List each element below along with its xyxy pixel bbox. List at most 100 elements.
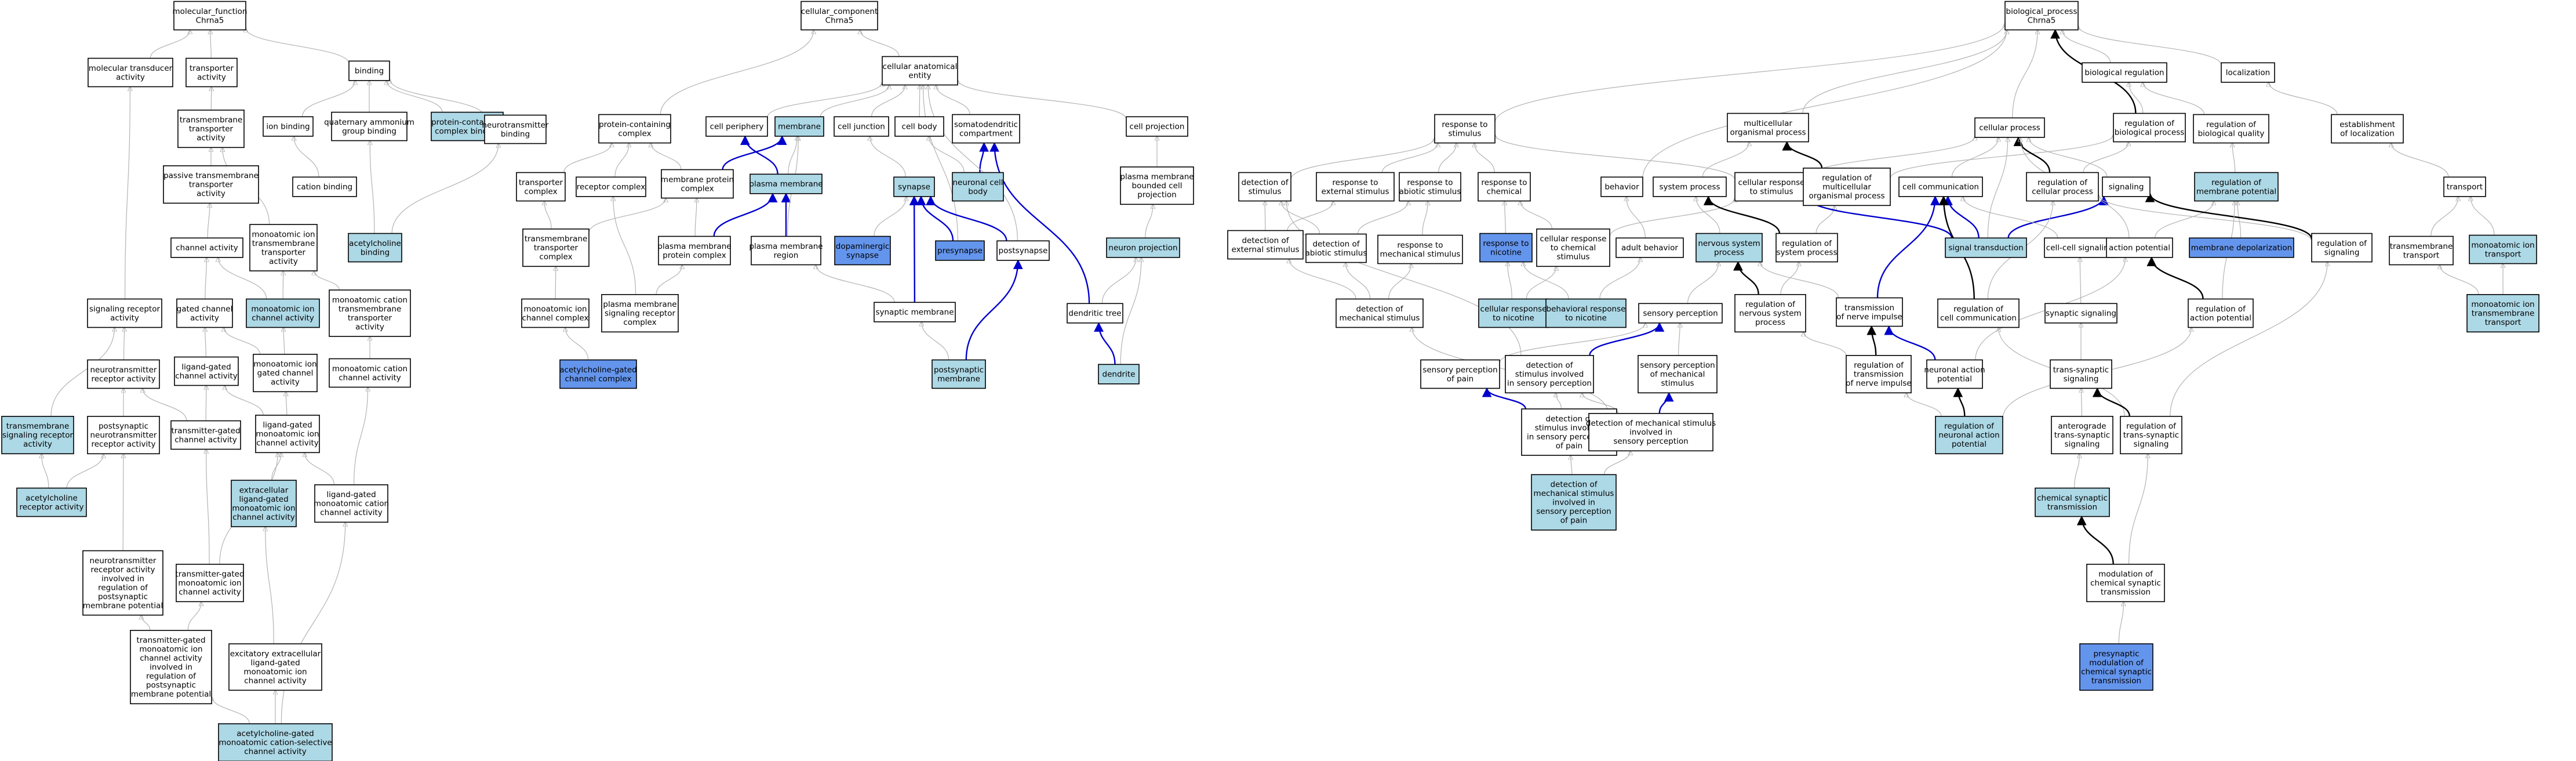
go-term-box[interactable] [2311,233,2373,263]
go-term-box[interactable] [1898,176,1983,197]
go-term-box[interactable] [1478,172,1531,202]
go-term-box[interactable] [2035,487,2110,517]
go-term-box[interactable] [1227,230,1304,260]
go-term-node-mctta[interactable]: monoatomic cationtransmembranetransporte… [329,289,411,337]
go-term-box[interactable] [1479,233,1533,263]
go-term-box[interactable] [2026,172,2099,202]
go-term-box[interactable] [2106,237,2173,258]
go-term-box[interactable] [2331,114,2404,144]
go-term-box[interactable] [1536,228,1610,267]
go-term-box[interactable] [2050,359,2112,389]
go-term-box[interactable] [2044,237,2116,258]
go-term-box[interactable] [1836,297,1903,327]
go-term-box[interactable] [348,233,402,263]
go-term-box[interactable] [2113,113,2186,143]
go-term-box[interactable] [1734,293,1806,333]
go-term-box[interactable] [130,630,212,705]
go-term-box[interactable] [253,353,318,393]
go-term-box[interactable] [1126,116,1188,137]
go-term-node-nproj[interactable]: neuron projection [1106,237,1180,258]
go-term-node-ap[interactable]: action potential [2106,237,2173,258]
go-term-box[interactable] [2389,235,2454,266]
go-term-node-synsig[interactable]: synaptic signaling [2044,303,2117,324]
go-term-node-cj[interactable]: cell junction [834,116,889,137]
go-term-box[interactable] [87,415,160,455]
go-term-node-sp[interactable]: sensory perception [1638,303,1723,324]
go-term-box[interactable] [801,1,878,31]
go-term-node-eelgmica[interactable]: excitatory extracellularligand-gatedmono… [228,643,322,691]
go-term-node-cp[interactable]: cellular process [1974,117,2045,138]
go-term-box[interactable] [559,359,637,389]
go-term-node-chan[interactable]: channel activity [170,237,243,258]
go-term-node-cb[interactable]: cell body [894,116,944,137]
go-term-box[interactable] [658,235,731,266]
go-term-box[interactable] [2004,1,2079,31]
go-term-box[interactable] [176,298,233,328]
go-term-box[interactable] [1434,114,1496,144]
go-term-box[interactable] [228,643,322,691]
go-term-node-rcx[interactable]: receptor complex [576,176,646,197]
go-term-box[interactable] [1316,172,1395,202]
go-term-box[interactable] [1588,412,1713,452]
go-term-box[interactable] [314,484,388,523]
go-term-box[interactable] [292,176,357,197]
go-term-box[interactable] [1,415,74,455]
go-term-box[interactable] [1727,113,1809,143]
go-term-box[interactable] [87,298,162,328]
go-term-box[interactable] [1238,172,1291,202]
go-term-box[interactable] [263,116,314,137]
go-term-box[interactable] [1478,298,1549,328]
go-term-box[interactable] [2082,62,2167,83]
go-term-box[interactable] [2443,176,2486,197]
go-term-box[interactable] [2194,172,2279,202]
go-term-box[interactable] [1600,176,1643,197]
go-term-node-cproj[interactable]: cell projection [1126,116,1188,137]
go-term-node-dtree[interactable]: dendritic tree [1067,303,1123,324]
go-term-box[interactable] [952,172,1004,202]
go-term-box[interactable] [2102,176,2151,197]
go-term-box[interactable] [329,289,411,337]
go-term-node-postsyn[interactable]: postsynapse [996,240,1050,261]
go-term-node-sig[interactable]: signaling [2102,176,2151,197]
go-term-box[interactable] [176,563,244,603]
go-term-box[interactable] [576,176,646,197]
